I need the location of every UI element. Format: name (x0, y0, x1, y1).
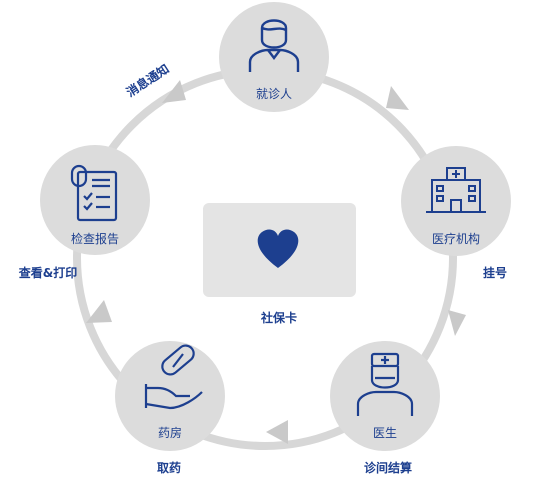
flow-label-register: 挂号 (483, 265, 507, 280)
arrow-patient-to-hospital (386, 86, 409, 110)
node-pharmacy: 药房 (115, 341, 225, 451)
arrow-hospital-to-doctor (448, 310, 466, 336)
node-pharmacy-circle (115, 341, 225, 451)
node-doctor-label: 医生 (373, 426, 397, 440)
flow-label-view-print: 查看&打印 (18, 265, 77, 280)
node-hospital: 医疗机构 (401, 146, 511, 256)
arrow-report-to-patient (162, 80, 186, 103)
node-report-circle (40, 145, 150, 255)
node-patient-label: 就诊人 (256, 87, 292, 101)
node-hospital-label: 医疗机构 (432, 231, 480, 246)
person-icon (248, 19, 300, 72)
hospital-building-icon (426, 167, 486, 213)
flow-label-settlement: 诊间结算 (364, 460, 412, 475)
report-clipboard-icon (70, 164, 118, 222)
arrow-pharmacy-to-report (86, 300, 112, 323)
node-doctor: 医生 (330, 341, 440, 451)
node-doctor-circle (330, 341, 440, 451)
social-security-card: 社保卡 (203, 203, 356, 325)
node-pharmacy-label: 药房 (158, 425, 182, 440)
flow-label-pickup: 取药 (157, 460, 181, 475)
node-patient: 就诊人 (219, 2, 329, 112)
pill-hand-icon (144, 344, 203, 410)
flow-label-notification: 消息通知 (123, 61, 171, 100)
node-report-label: 检查报告 (71, 231, 119, 246)
card-label: 社保卡 (260, 310, 297, 325)
node-report: 检查报告 (40, 145, 150, 255)
heart-icon (257, 229, 299, 268)
arrow-doctor-to-pharmacy (266, 420, 288, 444)
doctor-icon (356, 352, 414, 416)
